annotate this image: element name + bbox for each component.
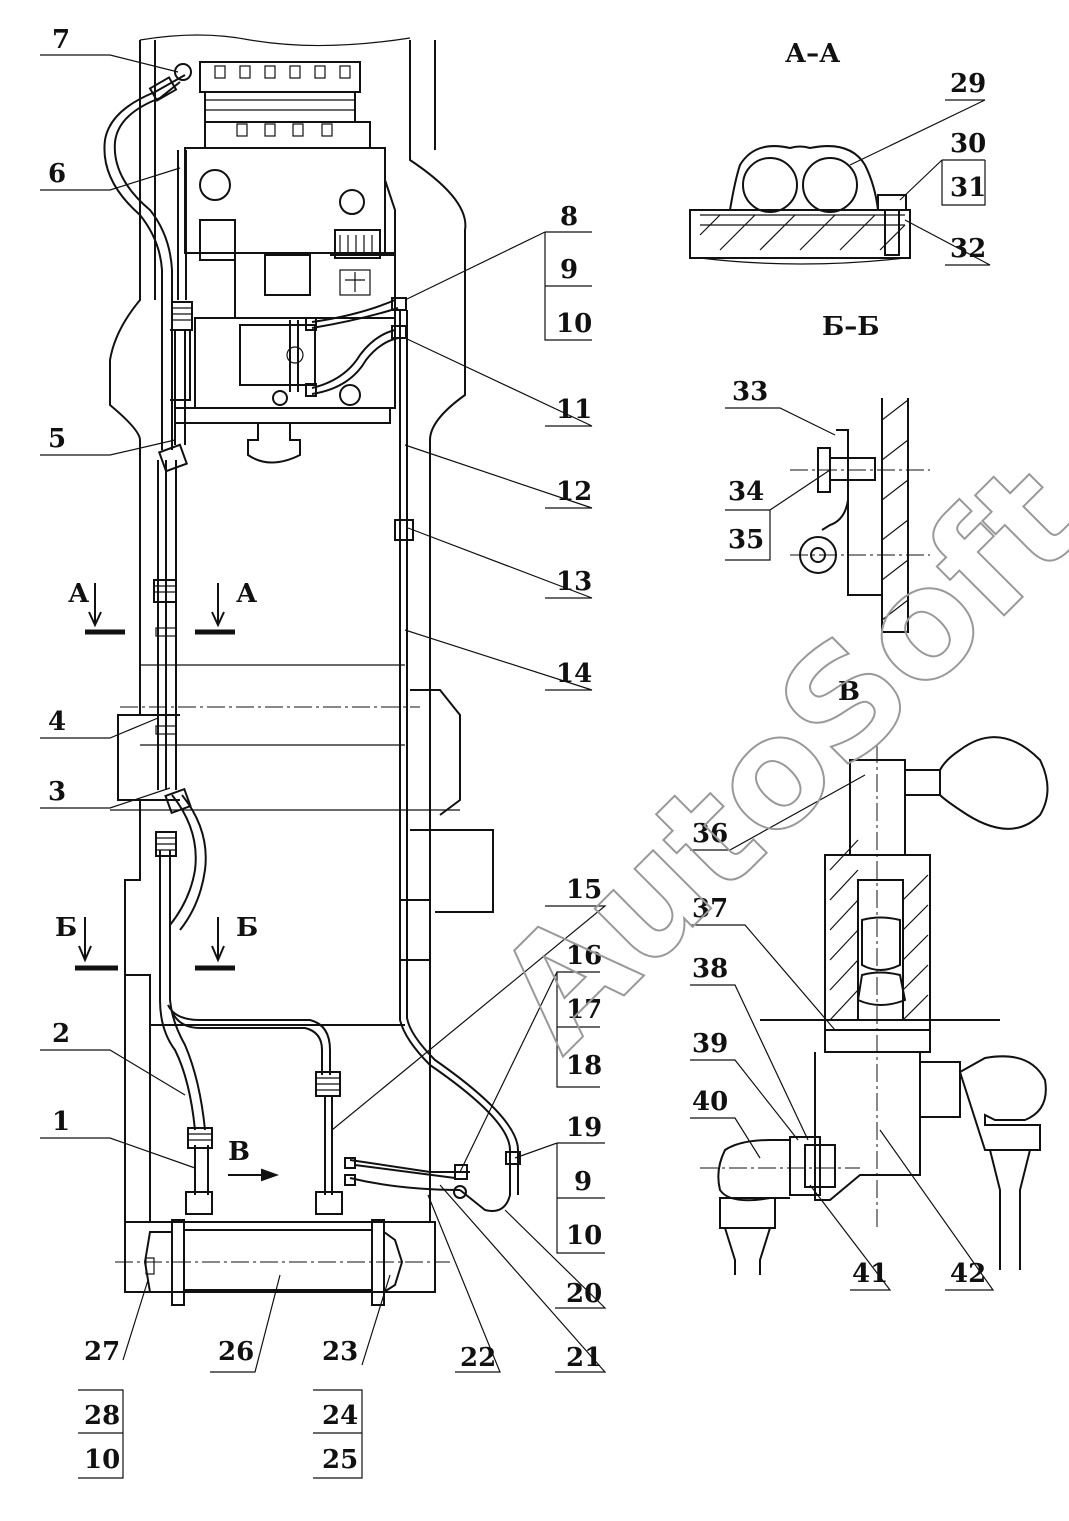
watermark: AutoSoft xyxy=(465,432,1069,1082)
section-markers: А А Б Б В xyxy=(55,579,279,1182)
callout-28: 28 xyxy=(84,1401,120,1431)
callout-20: 20 xyxy=(566,1279,602,1309)
callout-5: 5 xyxy=(48,424,66,454)
callout-32: 32 xyxy=(950,234,986,264)
callout-41: 41 xyxy=(852,1259,888,1289)
callout-12: 12 xyxy=(556,477,592,507)
section-aa-title: А–А xyxy=(785,39,840,69)
callout-7: 7 xyxy=(52,25,70,55)
callout-34: 34 xyxy=(728,477,764,507)
callout-1: 1 xyxy=(52,1107,70,1137)
callout-29: 29 xyxy=(950,69,986,99)
callout-11: 11 xyxy=(556,395,592,425)
callout-4: 4 xyxy=(48,707,66,737)
callout-26: 26 xyxy=(218,1337,254,1367)
callout-8: 8 xyxy=(560,202,578,232)
marker-a-left: А xyxy=(68,579,89,609)
callout-24: 24 xyxy=(322,1401,358,1431)
callout-33: 33 xyxy=(732,377,768,407)
callout-37: 37 xyxy=(692,894,728,924)
callout-2: 2 xyxy=(52,1019,70,1049)
callout-23: 23 xyxy=(322,1337,358,1367)
callout-9: 9 xyxy=(560,255,578,285)
view-v-detail: В xyxy=(700,677,1049,1275)
section-bb-detail: Б–Б xyxy=(790,312,930,633)
callout-38: 38 xyxy=(692,954,728,984)
oil-cooler xyxy=(115,1219,450,1306)
callout-9b: 9 xyxy=(574,1167,592,1197)
callout-39: 39 xyxy=(692,1029,728,1059)
callout-25: 25 xyxy=(322,1445,358,1475)
callout-6: 6 xyxy=(48,159,66,189)
callout-31: 31 xyxy=(950,173,986,203)
callout-35: 35 xyxy=(728,525,764,555)
callout-14: 14 xyxy=(556,659,592,689)
callout-10c: 10 xyxy=(84,1445,120,1475)
engine-block xyxy=(170,61,396,464)
callout-3: 3 xyxy=(48,777,66,807)
callout-22: 22 xyxy=(460,1343,496,1373)
callout-numbers: 7 6 5 4 3 2 1 8 9 10 11 12 13 14 15 16 1… xyxy=(48,25,986,1475)
callout-30: 30 xyxy=(950,129,986,159)
callout-36: 36 xyxy=(692,819,728,849)
fittings xyxy=(148,63,521,1215)
callout-18: 18 xyxy=(566,1051,602,1081)
callout-15: 15 xyxy=(566,875,602,905)
marker-a-right: А xyxy=(236,579,257,609)
section-bb-title: Б–Б xyxy=(822,312,879,342)
callout-13: 13 xyxy=(556,567,592,597)
callout-10b: 10 xyxy=(566,1221,602,1251)
pipework xyxy=(103,74,519,1212)
callout-10: 10 xyxy=(556,309,592,339)
view-v-title: В xyxy=(838,677,860,707)
callout-21: 21 xyxy=(566,1343,602,1373)
callout-17: 17 xyxy=(566,995,602,1025)
section-aa-detail: А–А xyxy=(689,39,911,265)
chassis-outline xyxy=(109,34,494,1222)
callout-40: 40 xyxy=(692,1087,728,1117)
leader-lines xyxy=(40,54,995,1479)
callout-16: 16 xyxy=(566,941,602,971)
marker-b-left: Б xyxy=(55,913,77,943)
callout-42: 42 xyxy=(950,1259,986,1289)
callout-27: 27 xyxy=(84,1337,120,1367)
callout-19: 19 xyxy=(566,1113,602,1143)
marker-b-right: Б xyxy=(236,913,258,943)
view-v-marker: В xyxy=(228,1137,250,1167)
